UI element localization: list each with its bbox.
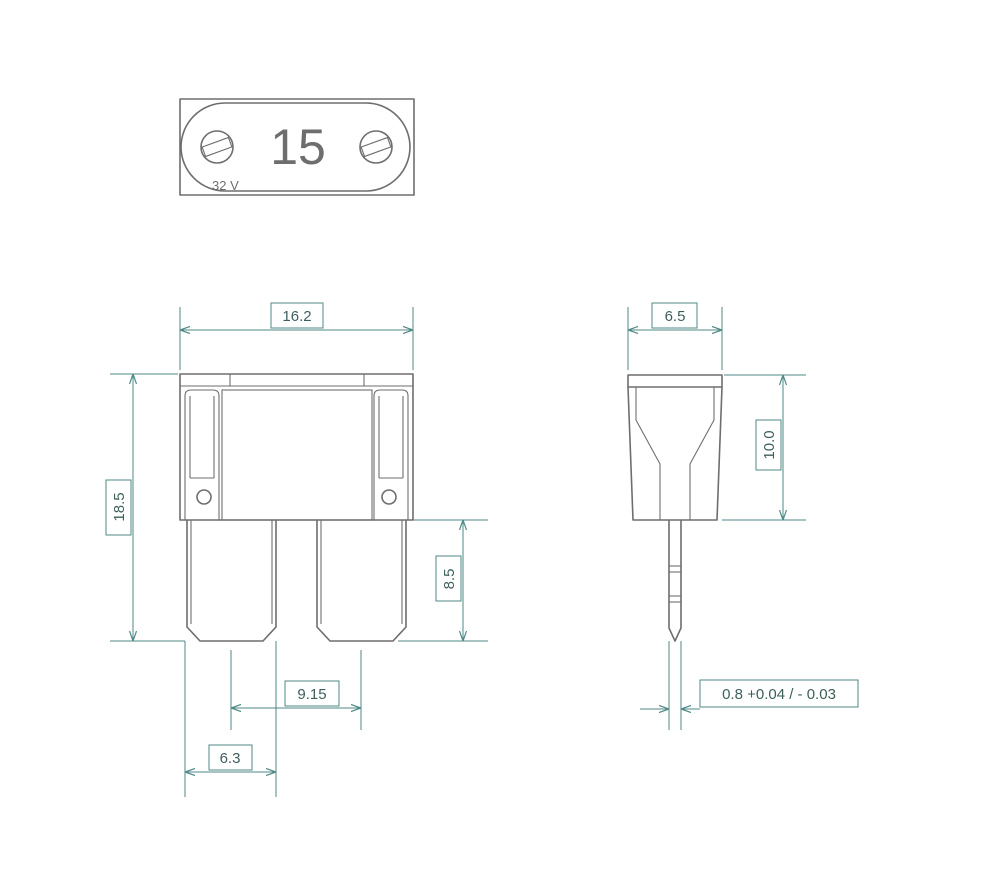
width-dimension-label: 16.2 bbox=[282, 308, 311, 325]
blade-width-dimension-label: 6.3 bbox=[220, 750, 241, 767]
right-blade bbox=[316, 520, 407, 642]
amp-rating-label: 15 bbox=[270, 119, 326, 175]
side-view bbox=[627, 374, 723, 642]
right-pin-hole bbox=[381, 489, 397, 505]
side-width-dimension-label: 6.5 bbox=[665, 308, 686, 325]
side-height-dimension-label: 10.0 bbox=[761, 430, 778, 459]
blade-pitch-dimension-label: 9.15 bbox=[297, 686, 326, 703]
front-dimensions: 16.2 18.5 8.5 9.15 6.3 bbox=[105, 302, 488, 797]
front-body bbox=[179, 373, 414, 521]
right-contact-icon bbox=[359, 130, 393, 164]
blade-thickness-dimension-label: 0.8 +0.04 / - 0.03 bbox=[722, 686, 836, 703]
top-view-housing bbox=[180, 102, 411, 192]
front-window bbox=[221, 389, 373, 521]
voltage-label: 32 V bbox=[212, 178, 239, 193]
side-cap bbox=[627, 374, 723, 388]
left-contact-icon bbox=[200, 130, 234, 164]
front-view bbox=[179, 373, 414, 642]
height-dimension-label: 18.5 bbox=[111, 492, 128, 521]
top-view: 15 32 V bbox=[179, 98, 415, 196]
top-view-frame bbox=[179, 98, 415, 196]
left-blade bbox=[186, 520, 277, 642]
left-pin-hole bbox=[196, 489, 212, 505]
side-dimensions: 6.5 10.0 0.8 +0.04 / - 0.03 bbox=[627, 302, 859, 730]
blade-length-dimension-label: 8.5 bbox=[441, 569, 458, 590]
side-body bbox=[627, 386, 723, 521]
side-blade bbox=[668, 520, 682, 642]
